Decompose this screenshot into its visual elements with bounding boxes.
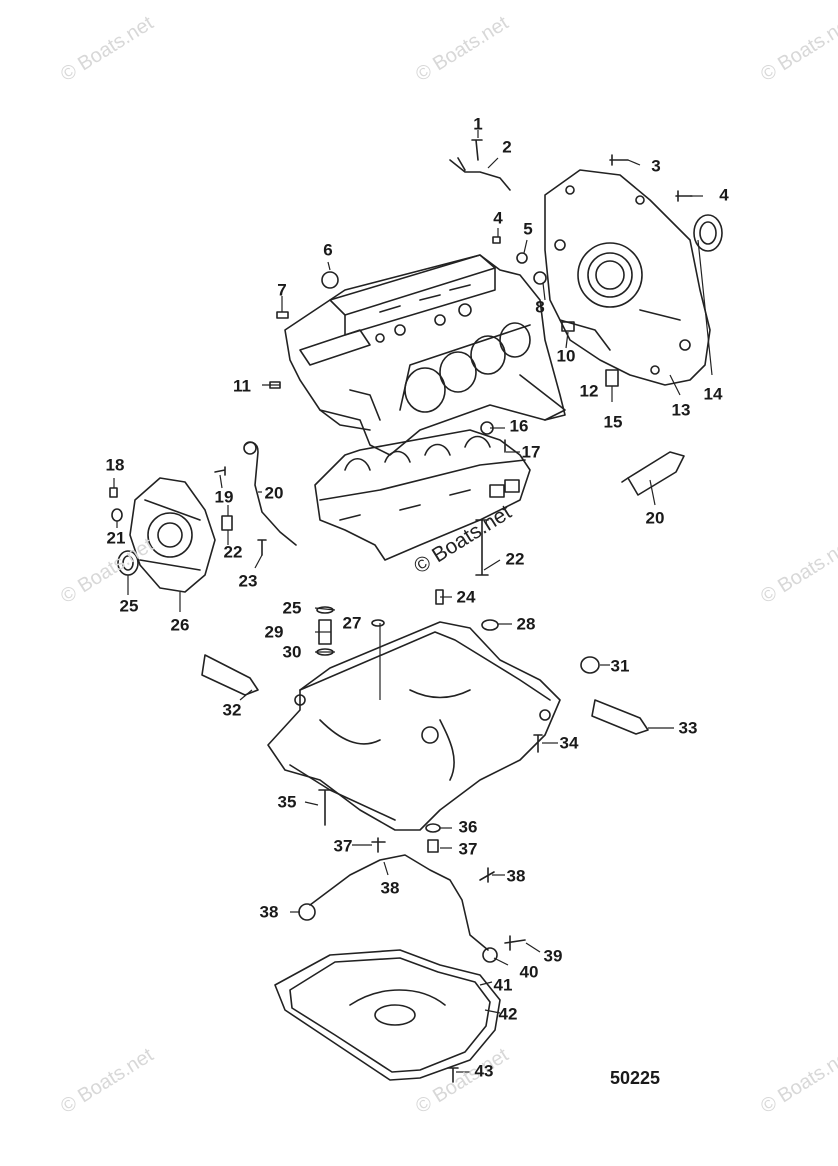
callout-32: 10 [556,346,576,366]
bracket-and-bolt [449,139,511,191]
bolt-18 [318,789,332,826]
callout-8: 38 [259,902,279,922]
leader-lines [113,130,713,1073]
upper-oil-pan [267,621,561,831]
callout-42: 25 [119,596,139,616]
callout-10: 24 [456,587,476,607]
sealant-tube-left [201,654,259,696]
callout-19: 29 [264,622,284,642]
callout-41: 26 [170,615,190,635]
long-bolt [475,519,489,576]
callout-11: 28 [516,614,536,634]
callout-21: 20 [264,483,284,503]
callout-15: 37 [458,839,478,859]
callout-22: 19 [214,487,234,507]
callout-6: 38 [506,866,526,886]
o-ring-12 [371,619,385,627]
callout-43: 21 [106,528,126,548]
callout-20: 25 [282,598,302,618]
callout-12: 27 [342,613,362,633]
sealant-tube-right [621,451,685,496]
drain-plug [447,1067,459,1083]
front-cover [129,477,216,593]
bolt-17 [533,734,543,753]
callout-29: 7 [277,280,287,300]
o-ring-11 [481,619,499,631]
lower-oil-pan [274,949,501,1081]
callout-30: 2 [502,137,512,157]
oil-pickup-tube [298,837,526,963]
callout-13: 31 [610,656,630,676]
callout-17: 34 [559,733,579,753]
callout-28: 12 [579,381,599,401]
callout-34: 4 [493,208,503,228]
lower-crankcase [314,429,531,561]
callout-24: 17 [521,442,541,462]
callout-39: 3 [651,156,661,176]
callout-44: 18 [105,455,125,475]
callout-23: 22 [505,549,525,569]
sealant-tube-16 [591,699,649,735]
callout-3: 38 [380,878,400,898]
callout-38: 32 [222,700,242,720]
callout-16: 33 [678,718,698,738]
callout-37: 22 [223,542,243,562]
callout-7: 37 [333,836,353,856]
callout-33: 11 [233,376,251,396]
dowel-with-rings [316,606,334,656]
callout-31: 1 [473,114,483,134]
diagram-reference-number: 50225 [610,1068,661,1088]
callout-35: 13 [671,400,691,420]
callout-22: 23 [238,571,258,591]
oil-tube [243,441,297,546]
callout-18: 35 [277,792,297,812]
flywheel-housing [544,169,711,386]
rear-main-seal [693,214,723,252]
washer-14 [425,823,441,833]
callout-36: 14 [703,384,723,404]
engine-block-upper [284,254,566,456]
plug-15 [427,839,439,853]
callout-5: 39 [543,946,563,966]
callout-25: 16 [509,416,529,436]
callout-37: 15 [603,412,623,432]
callout-40: 4 [719,185,729,205]
callout-14: 36 [458,817,478,837]
gasket-13 [580,656,600,674]
callout-25: 5 [523,219,533,239]
callout-4: 41 [493,975,513,995]
callout-4: 40 [519,962,539,982]
callout-2: 43 [474,1061,494,1081]
callout-26: 8 [535,297,545,317]
flange-bolts [609,154,693,202]
callout-27: 6 [323,240,333,260]
callout-20: 30 [282,642,302,662]
callout-1: 42 [498,1004,518,1024]
callout-38: 20 [645,508,665,528]
